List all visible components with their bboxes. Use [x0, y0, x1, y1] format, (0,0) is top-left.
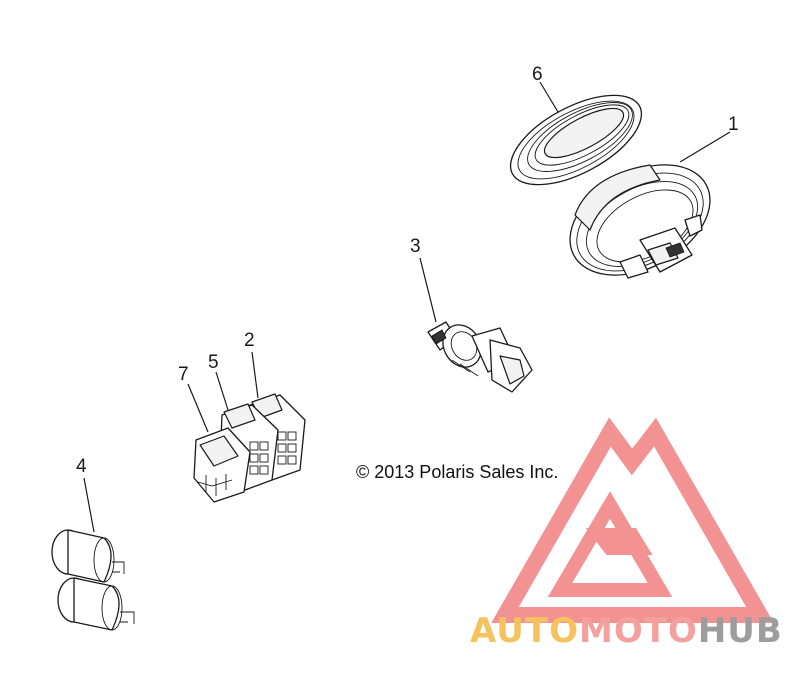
part-4-sockets	[51, 529, 135, 631]
callout-4: 4	[76, 456, 87, 477]
callout-2: 2	[244, 330, 255, 351]
part-6-ring	[509, 94, 643, 186]
part-7-switch-block	[193, 427, 251, 503]
copyright-text: © 2013 Polaris Sales Inc.	[356, 462, 558, 482]
watermark-triangle-inner	[547, 491, 673, 597]
watermark-logo: AUTOMOTOHUB	[470, 417, 783, 651]
part-3-ignition-switch	[427, 321, 533, 393]
callout-1: 1	[728, 114, 739, 135]
callout-3: 3	[410, 236, 421, 257]
callout-7: 7	[178, 364, 189, 385]
watermark-hub: HUB	[698, 611, 783, 651]
watermark-moto: MOTO	[579, 611, 698, 651]
callout-6: 6	[532, 64, 543, 85]
watermark-auto: AUTO	[470, 611, 579, 651]
part-1-gauge	[569, 164, 711, 279]
svg-text:AUTOMOTOHUB: AUTOMOTOHUB	[470, 611, 783, 651]
watermark-triangle-outer	[491, 417, 774, 623]
callout-5: 5	[208, 352, 219, 373]
leader-lines	[83, 81, 731, 533]
